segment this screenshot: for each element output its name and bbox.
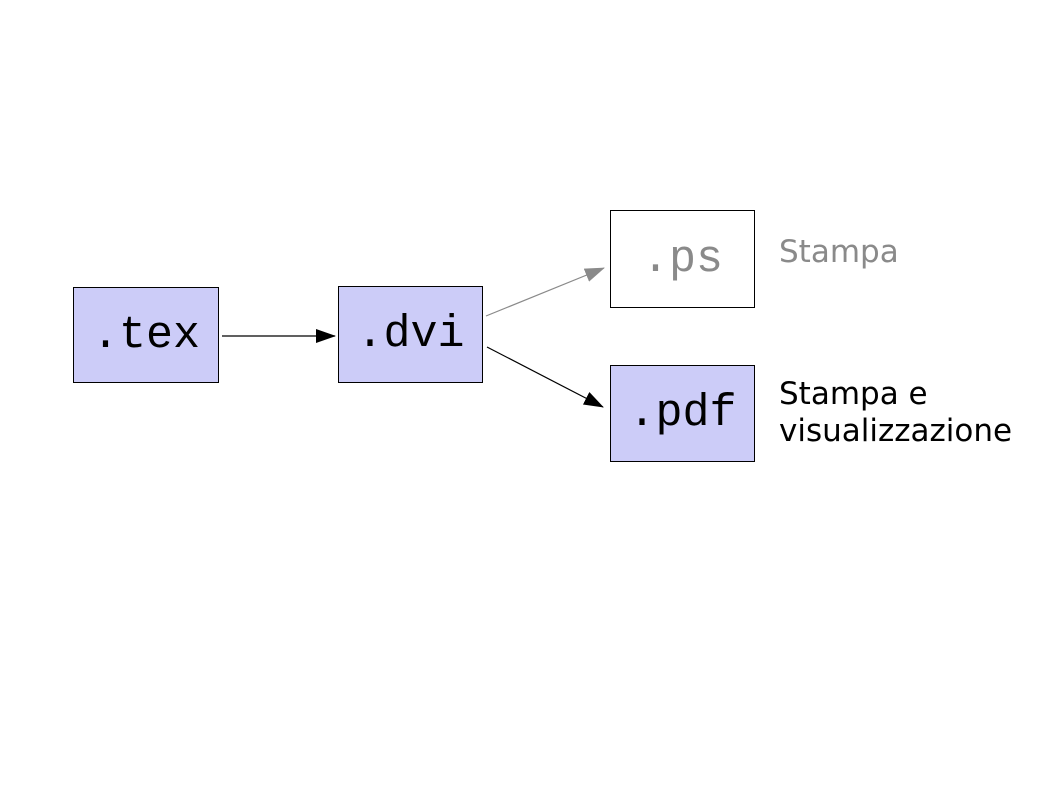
node-ps-label: .ps — [641, 233, 723, 285]
node-tex: .tex — [73, 287, 219, 383]
node-dvi: .dvi — [338, 286, 483, 383]
node-dvi-label: .dvi — [356, 309, 465, 360]
node-tex-label: .tex — [91, 309, 201, 361]
annotation-pdf-stampa-e-visualizzazione: Stampa e visualizzazione — [779, 376, 1013, 449]
edge-dvi-to-pdf — [486, 346, 604, 408]
edge-dvi-to-ps — [485, 267, 605, 317]
annotation-ps-stampa: Stampa — [779, 234, 899, 270]
node-pdf-label: .pdf — [628, 388, 737, 439]
node-ps: .ps — [610, 210, 755, 308]
node-pdf: .pdf — [610, 365, 755, 462]
